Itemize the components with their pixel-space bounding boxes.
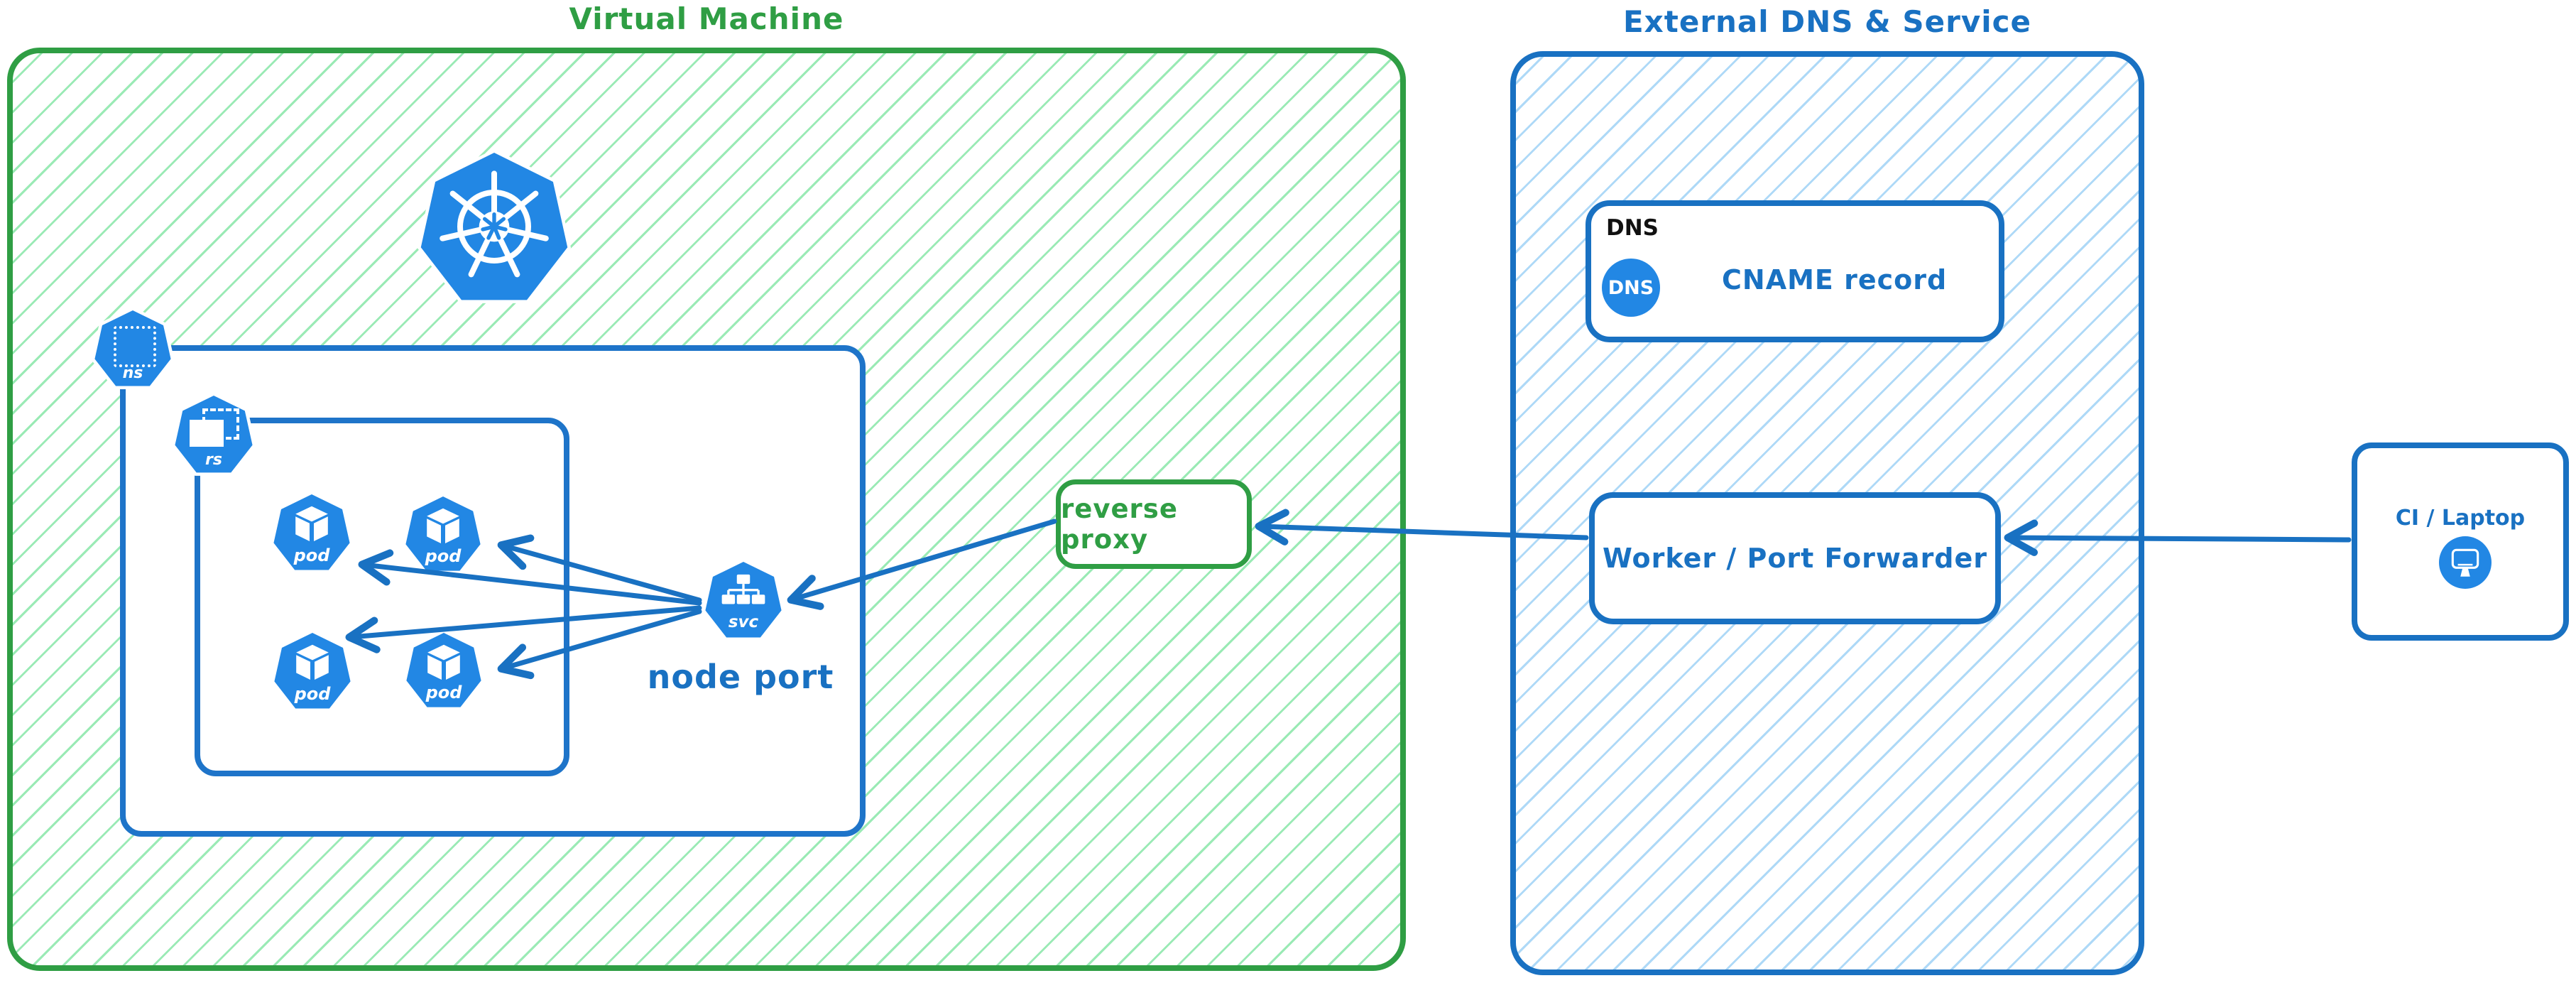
ci-laptop-box [2352,442,2569,641]
dns-header-label: DNS [1606,215,1659,241]
cube-icon [427,508,459,543]
kubernetes-icon-face [420,153,568,300]
monitor-icon [2439,536,2492,589]
svc-icon-face: svc [705,562,782,638]
worker-port-forwarder-label: Worker / Port Forwarder [1602,543,1988,574]
rs-icon-face: rs [175,396,253,473]
pod-icon-face: pod [405,496,481,571]
dns-icon-label: DNS [1608,276,1654,299]
rs-icon-label: rs [205,451,222,469]
rs-icon: rs [171,392,256,476]
ns-icon-face: ns [94,310,171,386]
dns-cname-box [1586,200,2004,342]
virtual-machine-title: Virtual Machine [569,1,844,36]
pod-icon-label: pod [425,683,462,702]
pod-icon-face: pod [406,633,481,707]
kubernetes-icon [417,149,572,303]
dotted-square-icon [114,326,156,367]
cname-record-label: CNAME record [1722,264,1948,295]
pod-icon-label: pod [294,684,331,704]
ns-icon: ns [91,307,175,390]
pod-icon-1: pod [270,491,354,574]
ns-icon-label: ns [122,364,143,382]
worker-port-forwarder-box: Worker / Port Forwarder [1589,492,2001,624]
pod-icon-face: pod [273,494,350,570]
ci-laptop-label: CI / Laptop [2395,506,2526,531]
pod-icon-4: pod [403,629,485,711]
replicaset-boundary-box [195,418,569,776]
reverse-proxy-box: reverse proxy [1056,479,1252,569]
helm-wheel-icon [440,170,549,278]
dns-icon: DNS [1602,259,1660,317]
pod-icon-label: pod [293,545,330,565]
cube-icon [295,506,328,541]
service-tree-icon [721,574,765,604]
cube-icon [427,644,460,680]
monitor-icon-glyph [2451,548,2479,577]
cube-icon [296,644,329,680]
stacked-squares-front-icon [190,420,224,447]
external-dns-title: External DNS & Service [1622,4,2032,39]
node-port-label: node port [647,658,834,696]
svc-icon-label: svc [728,613,759,631]
pod-icon-3: pod [271,629,354,712]
reverse-proxy-label: reverse proxy [1061,494,1178,555]
svc-icon: svc [702,558,785,641]
pod-icon-face: pod [274,633,351,709]
